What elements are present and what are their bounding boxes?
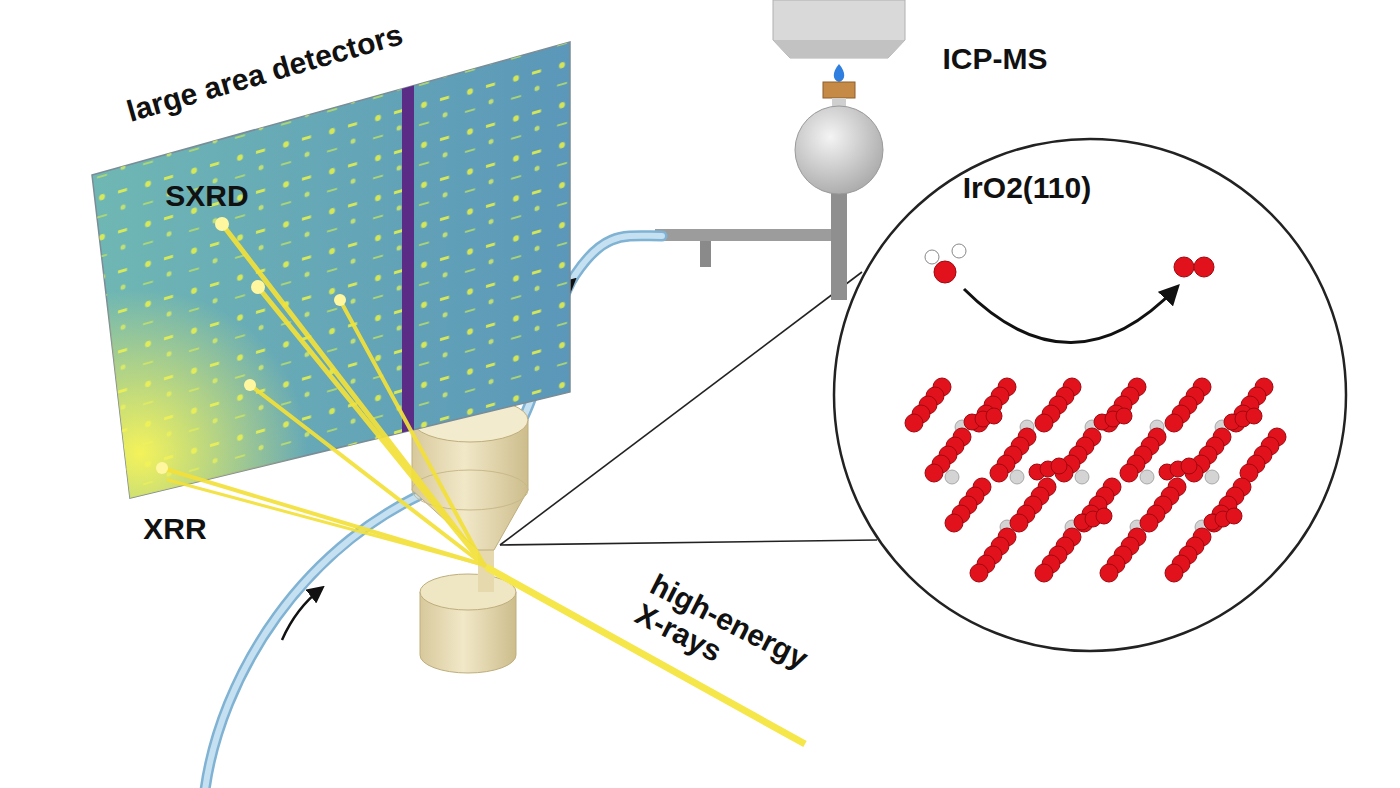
water-molecule (925, 244, 966, 283)
instrument-label: ICP-MS (943, 42, 1048, 75)
flow-arrow (282, 588, 322, 640)
oxygen-molecule (1174, 257, 1214, 277)
zoom-circle: IrO2(110) (832, 137, 1348, 653)
reaction-arrow (964, 287, 1177, 343)
diffraction-spot (156, 217, 346, 474)
beam-label: high-energy X-rays (630, 567, 829, 712)
zoom-inset (832, 137, 1348, 653)
oxygen-rows (905, 378, 1286, 582)
zoom-line (500, 540, 877, 545)
technique-label: XRR (143, 512, 206, 545)
detector-panel: large area detectorsSXRD (92, 30, 572, 500)
diffracted-beam (162, 224, 484, 565)
surface-label: IrO2(110) (963, 171, 1091, 204)
technique-label: SXRD (165, 179, 248, 212)
icp-ms-instrument (655, 0, 905, 300)
